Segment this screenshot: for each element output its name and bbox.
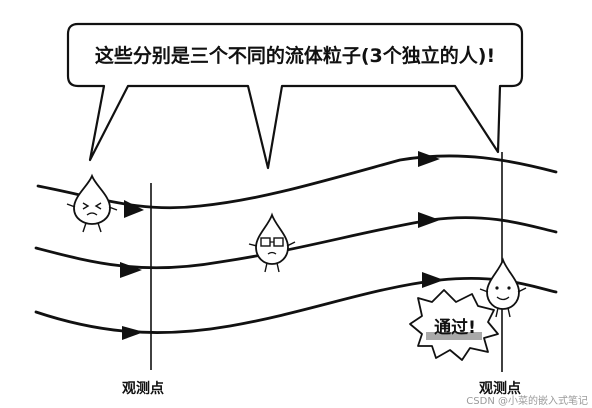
observation-label-right: 观测点 xyxy=(479,380,521,397)
pass-sign-text: 通过! xyxy=(434,318,476,338)
speech-bubble-outline xyxy=(66,22,524,170)
fluid-particle-1 xyxy=(66,173,118,233)
droplet-eye-left xyxy=(82,202,90,210)
speech-bubble-text: 这些分别是三个不同的流体粒子(3个独立的人)! xyxy=(95,44,495,67)
streamline-top xyxy=(36,154,558,210)
droplet-arm-right xyxy=(108,206,118,211)
arrowhead-middle-right xyxy=(418,212,440,228)
droplet-body xyxy=(486,257,520,310)
droplet-leg-right xyxy=(97,222,102,233)
droplet-leg-left xyxy=(264,262,268,273)
droplet-eye-right xyxy=(507,286,511,290)
arrowhead-top-right xyxy=(418,151,440,167)
droplet-leg-left xyxy=(495,307,499,318)
arrowhead-top-left xyxy=(124,200,144,218)
arrowhead-middle-left xyxy=(120,262,142,278)
fluid-particle-3 xyxy=(479,257,527,318)
droplet-body xyxy=(255,212,289,265)
droplet-arm-right xyxy=(517,287,527,293)
droplet-arm-left xyxy=(248,243,258,247)
droplet-leg-right xyxy=(276,262,280,273)
watermark-text: CSDN @小菜的嵌入式笔记 xyxy=(466,394,588,407)
droplet-arm-left xyxy=(479,288,489,293)
arrowhead-bottom-left xyxy=(122,326,144,340)
speech-bubble: 这些分别是三个不同的流体粒子(3个独立的人)! xyxy=(66,22,524,170)
droplet-mouth xyxy=(496,296,510,301)
droplet-eye-left xyxy=(495,286,499,290)
droplet-mouth xyxy=(86,212,98,216)
droplet-body xyxy=(73,173,111,225)
pass-sign-shadow xyxy=(426,332,482,340)
droplet-mouth xyxy=(267,251,277,255)
droplet-leg-left xyxy=(82,222,87,233)
observation-label-left: 观测点 xyxy=(122,380,164,397)
arrowhead-bottom-right xyxy=(422,272,444,288)
droplet-arm-left xyxy=(66,203,76,208)
pass-sign-burst xyxy=(409,289,499,361)
streamline-middle xyxy=(34,216,558,270)
droplet-arm-right xyxy=(286,241,296,247)
pass-sign: 通过! xyxy=(409,289,499,361)
fluid-particle-2 xyxy=(248,212,296,273)
droplet-leg-right xyxy=(507,307,511,318)
droplet-eye-right xyxy=(94,202,102,210)
